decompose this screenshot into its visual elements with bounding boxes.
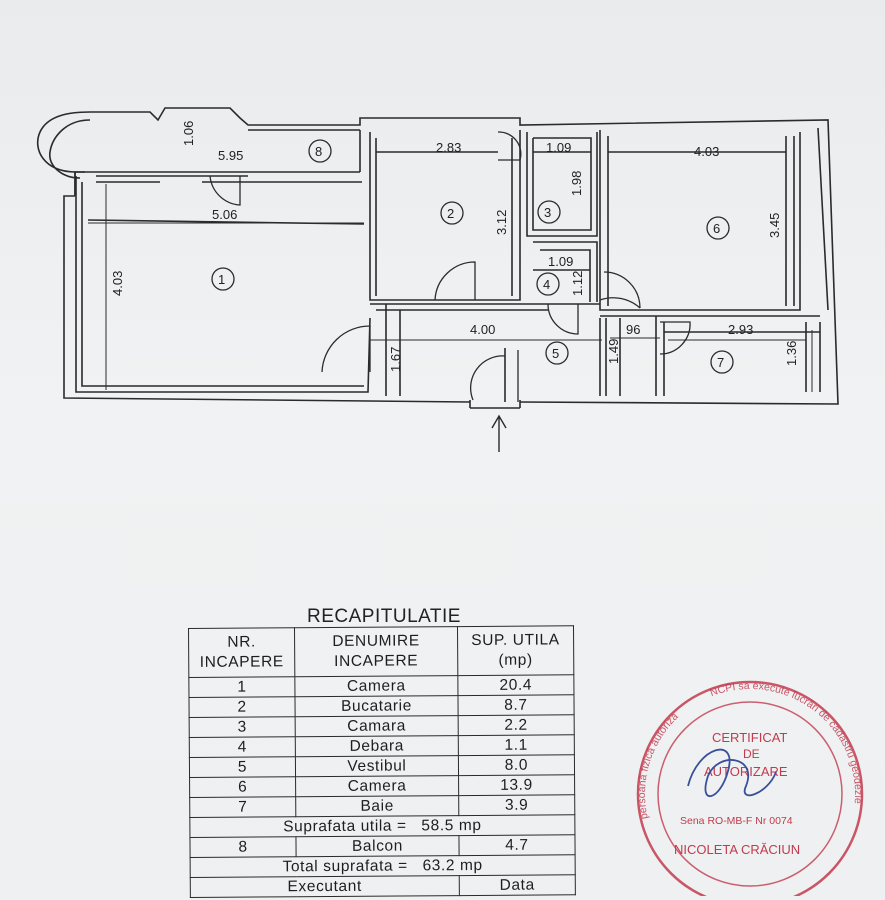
total-area-cell: Total suprafata = 63.2 mp [190, 854, 576, 878]
room-number-3: 3 [544, 205, 551, 220]
room-number-7: 7 [717, 355, 724, 370]
dim-room6-height: 3.45 [767, 213, 782, 238]
dim-room2-height: 3.12 [494, 210, 509, 235]
dim-room7-width: 2.93 [728, 322, 753, 337]
room-number-8: 8 [315, 144, 322, 159]
total-area-label: Total suprafata = [282, 857, 408, 876]
header-nr: NR.INCAPERE [188, 627, 295, 678]
dim-room4-width: 1.09 [548, 254, 573, 269]
dim-hall-height: 1.67 [388, 347, 403, 372]
total-area-row: Total suprafata = 63.2 mp [190, 854, 576, 878]
useful-area-label: Suprafata utila = [283, 817, 407, 836]
header-area: SUP. UTILA(mp) [457, 625, 574, 676]
door-swings [209, 131, 691, 402]
dim-hall-width: 4.00 [470, 322, 495, 337]
dim-hall-small: 96 [626, 322, 640, 337]
dim-hall-right-height: 1.49 [606, 339, 621, 364]
dim-room7-height: 1.36 [784, 341, 799, 366]
stamp-line1: CERTIFICAT [712, 730, 787, 745]
total-area-value: 63.2 mp [422, 856, 483, 875]
room-number-2: 2 [447, 206, 454, 221]
useful-area-cell: Suprafata utila = 58.5 mp [189, 814, 575, 838]
stamp-holder-name: NICOLETA CRĂCIUN [674, 842, 800, 857]
footer-date: Data [459, 874, 576, 896]
dim-room4-height: 1.12 [570, 271, 585, 296]
room-number-4: 4 [543, 277, 550, 292]
recap-title: RECAPITULATIE [307, 606, 461, 627]
dim-room2-width: 2.83 [436, 140, 461, 155]
dim-room1-width: 5.06 [212, 207, 237, 222]
stamp-line2: DE [743, 747, 760, 761]
footer-row: Executant Data [190, 874, 576, 898]
room-number-5: 5 [552, 346, 559, 361]
room-number-6: 6 [713, 221, 720, 236]
authorization-stamp: persoană fizică autoriza NCPI sa execute… [636, 680, 864, 896]
dim-balcony-depth: 1.06 [181, 121, 196, 146]
entrance-arrow-icon [491, 414, 507, 452]
dim-room3-width: 1.09 [546, 140, 571, 155]
room-number-1: 1 [218, 272, 225, 287]
footer-executant: Executant [190, 875, 460, 898]
dim-room1-height: 4.03 [110, 271, 125, 296]
room-markers [211, 139, 734, 374]
dim-balcony-length: 5.95 [218, 148, 243, 163]
stamp-line3: AUTORIZARE [704, 764, 788, 779]
stamp-series: Sena RO-MB-F Nr 0074 [680, 815, 793, 827]
dimension-lines [88, 184, 813, 395]
floor-plan: 1.06 5.95 2.83 3.12 1.09 1.98 1.09 1.12 … [36, 107, 839, 452]
dim-room3-height: 1.98 [569, 171, 584, 196]
useful-area-row: Suprafata utila = 58.5 mp [189, 814, 575, 838]
useful-area-value: 58.5 mp [421, 816, 482, 835]
signature-scribble [687, 748, 777, 797]
dim-room6-width: 4.03 [694, 144, 719, 159]
